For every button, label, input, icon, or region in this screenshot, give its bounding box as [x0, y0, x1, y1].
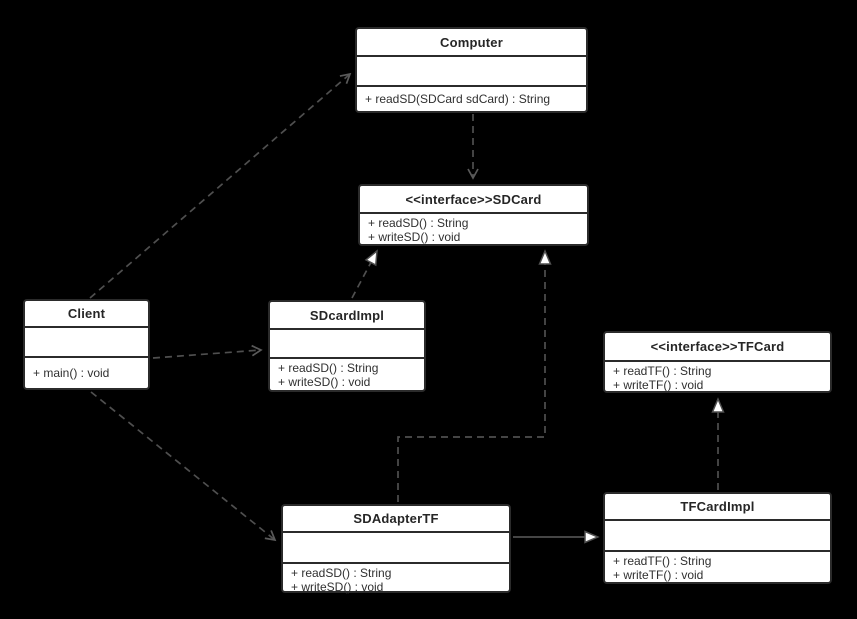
method-label: + writeSD() : void: [368, 230, 461, 244]
class-sdadaptertf: SDAdapterTF + readSD() : String + writeS…: [281, 504, 511, 596]
method-label: + readSD(SDCard sdCard) : String: [365, 92, 551, 106]
class-client-methods: + main() : void: [25, 358, 148, 388]
class-sdcardimpl-methods: + readSD() : String + writeSD() : void: [270, 359, 424, 391]
class-tfcardimpl-methods: + readTF() : String + writeTF() : void: [605, 552, 830, 584]
class-sdcardimpl-name: SDcardImpl: [270, 302, 424, 330]
class-tfcardimpl-attributes: [605, 521, 830, 552]
class-sdadaptertf-attributes: [283, 533, 509, 564]
class-sdcard-methods: + readSD() : String + writeSD() : void: [360, 214, 587, 246]
method-label: + readSD() : String: [368, 216, 469, 230]
class-computer-name: Computer: [357, 29, 586, 57]
class-sdcardimpl: SDcardImpl + readSD() : String + writeSD…: [268, 300, 426, 392]
class-tfcard: <<interface>>TFCard + readTF() : String …: [603, 331, 832, 393]
class-computer-attributes: [357, 57, 586, 87]
edge-sdadaptertf-sdcard: [397, 251, 545, 502]
method-label: + writeTF() : void: [613, 378, 704, 392]
method-label: + main() : void: [33, 366, 110, 380]
class-sdadaptertf-methods: + readSD() : String + writeSD() : void: [283, 564, 509, 596]
method-label: + writeTF() : void: [613, 568, 704, 582]
edge-client-sdadaptertf: [90, 391, 277, 542]
class-client-name: Client: [25, 301, 148, 328]
class-sdcard-name: <<interface>>SDCard: [360, 186, 587, 214]
method-label: + writeSD() : void: [278, 375, 371, 389]
class-tfcardimpl: TFCardImpl + readTF() : String + writeTF…: [603, 492, 832, 584]
edge-sdcardimpl-sdcard: [351, 251, 377, 299]
edge-client-computer: [89, 72, 352, 299]
class-client-attributes: [25, 328, 148, 358]
method-label: + writeSD() : void: [291, 580, 384, 594]
method-label: + readTF() : String: [613, 554, 712, 568]
method-label: + readSD() : String: [278, 361, 379, 375]
class-computer-methods: + readSD(SDCard sdCard) : String: [357, 87, 586, 111]
method-label: + readSD() : String: [291, 566, 392, 580]
class-sdcard: <<interface>>SDCard + readSD() : String …: [358, 184, 589, 246]
class-tfcard-methods: + readTF() : String + writeTF() : void: [605, 362, 830, 394]
class-tfcardimpl-name: TFCardImpl: [605, 494, 830, 521]
class-computer: Computer + readSD(SDCard sdCard) : Strin…: [355, 27, 588, 113]
edge-client-sdcardimpl: [152, 344, 263, 359]
class-sdcardimpl-attributes: [270, 330, 424, 359]
class-sdadaptertf-name: SDAdapterTF: [283, 506, 509, 533]
method-label: + readTF() : String: [613, 364, 712, 378]
class-tfcard-name: <<interface>>TFCard: [605, 333, 830, 362]
class-client: Client + main() : void: [23, 299, 150, 390]
